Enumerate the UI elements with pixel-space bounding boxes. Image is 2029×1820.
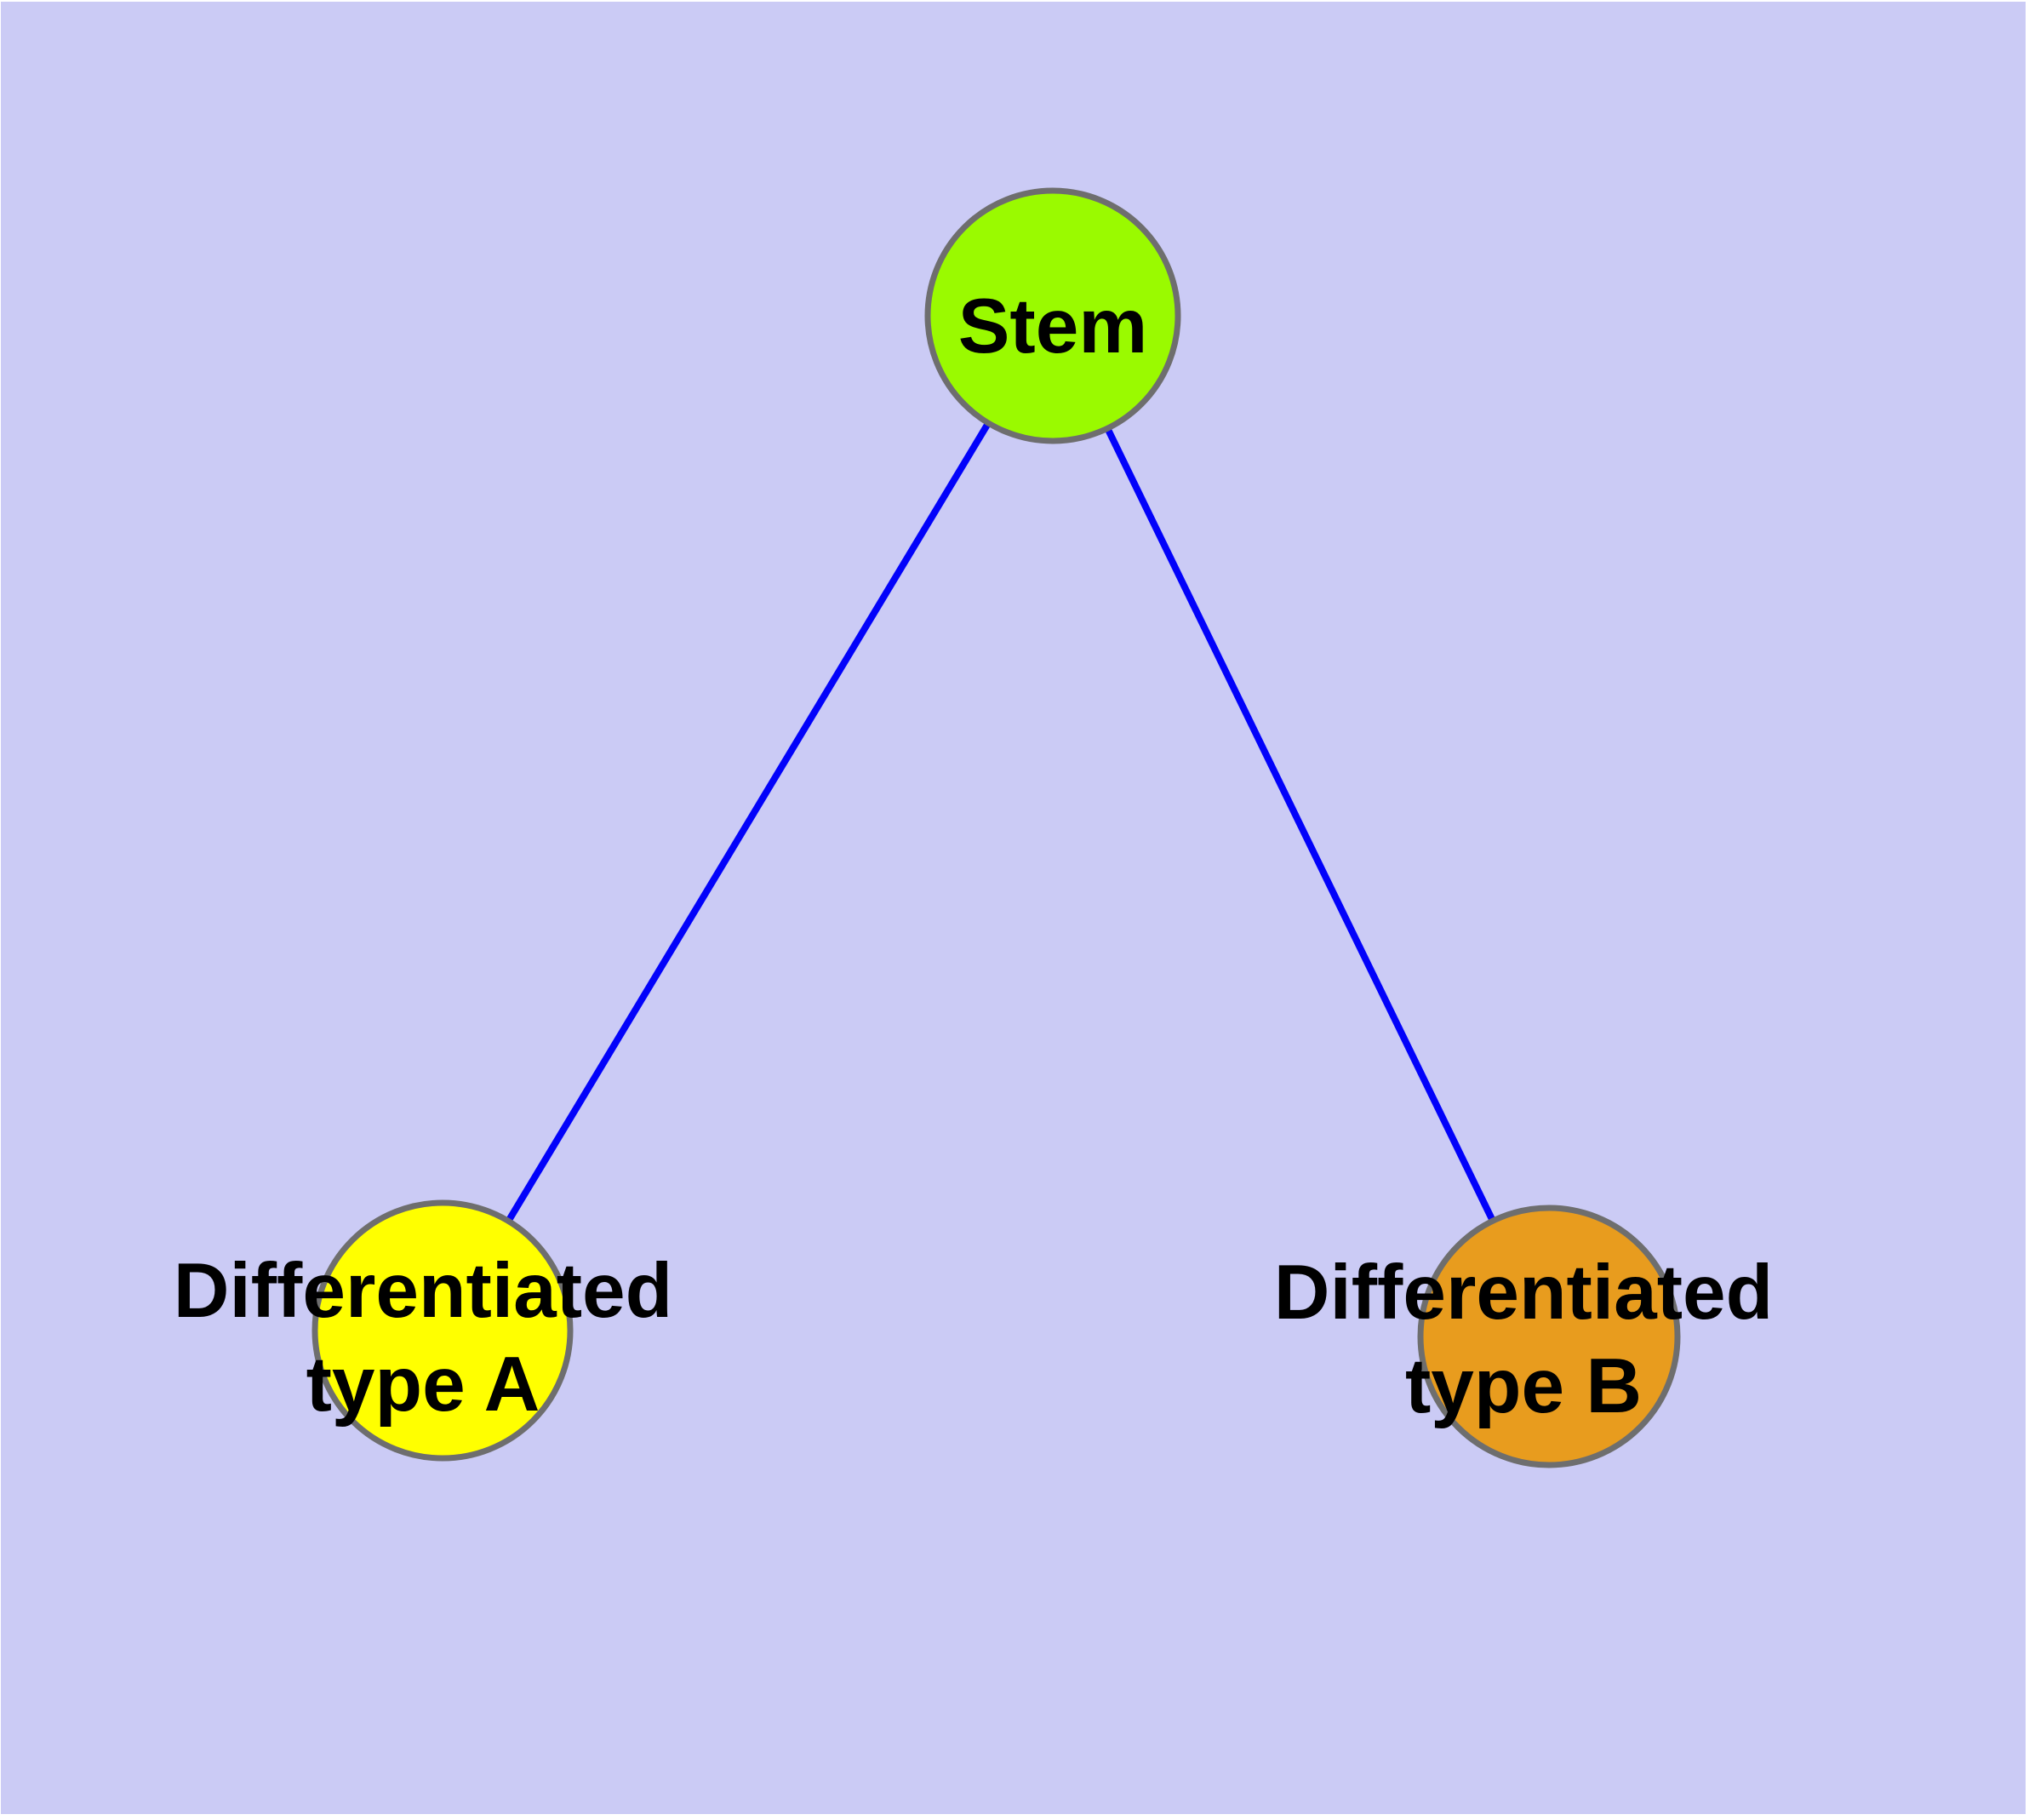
node-diff-b-label-line-2: type B bbox=[1405, 1343, 1642, 1429]
node-stem-label: Stem bbox=[958, 283, 1148, 369]
node-stem-circle bbox=[924, 187, 1181, 444]
node-diff-b-circle bbox=[1417, 1205, 1681, 1468]
node-stem-label-line-1: Stem bbox=[958, 283, 1148, 369]
nodes-layer bbox=[311, 187, 1681, 1468]
node-diff-a-circle bbox=[311, 1199, 574, 1462]
node-diff-a-label-line-1: Differentiated bbox=[174, 1248, 673, 1334]
node-diff-a-label-line-2: type A bbox=[306, 1342, 540, 1428]
edges-layer bbox=[439, 313, 1552, 1338]
edge-stem-diff-b bbox=[1049, 314, 1552, 1338]
edge-stem-diff-a bbox=[439, 313, 1056, 1333]
node-diff-b-label-line-1: Differentiated bbox=[1274, 1250, 1774, 1336]
